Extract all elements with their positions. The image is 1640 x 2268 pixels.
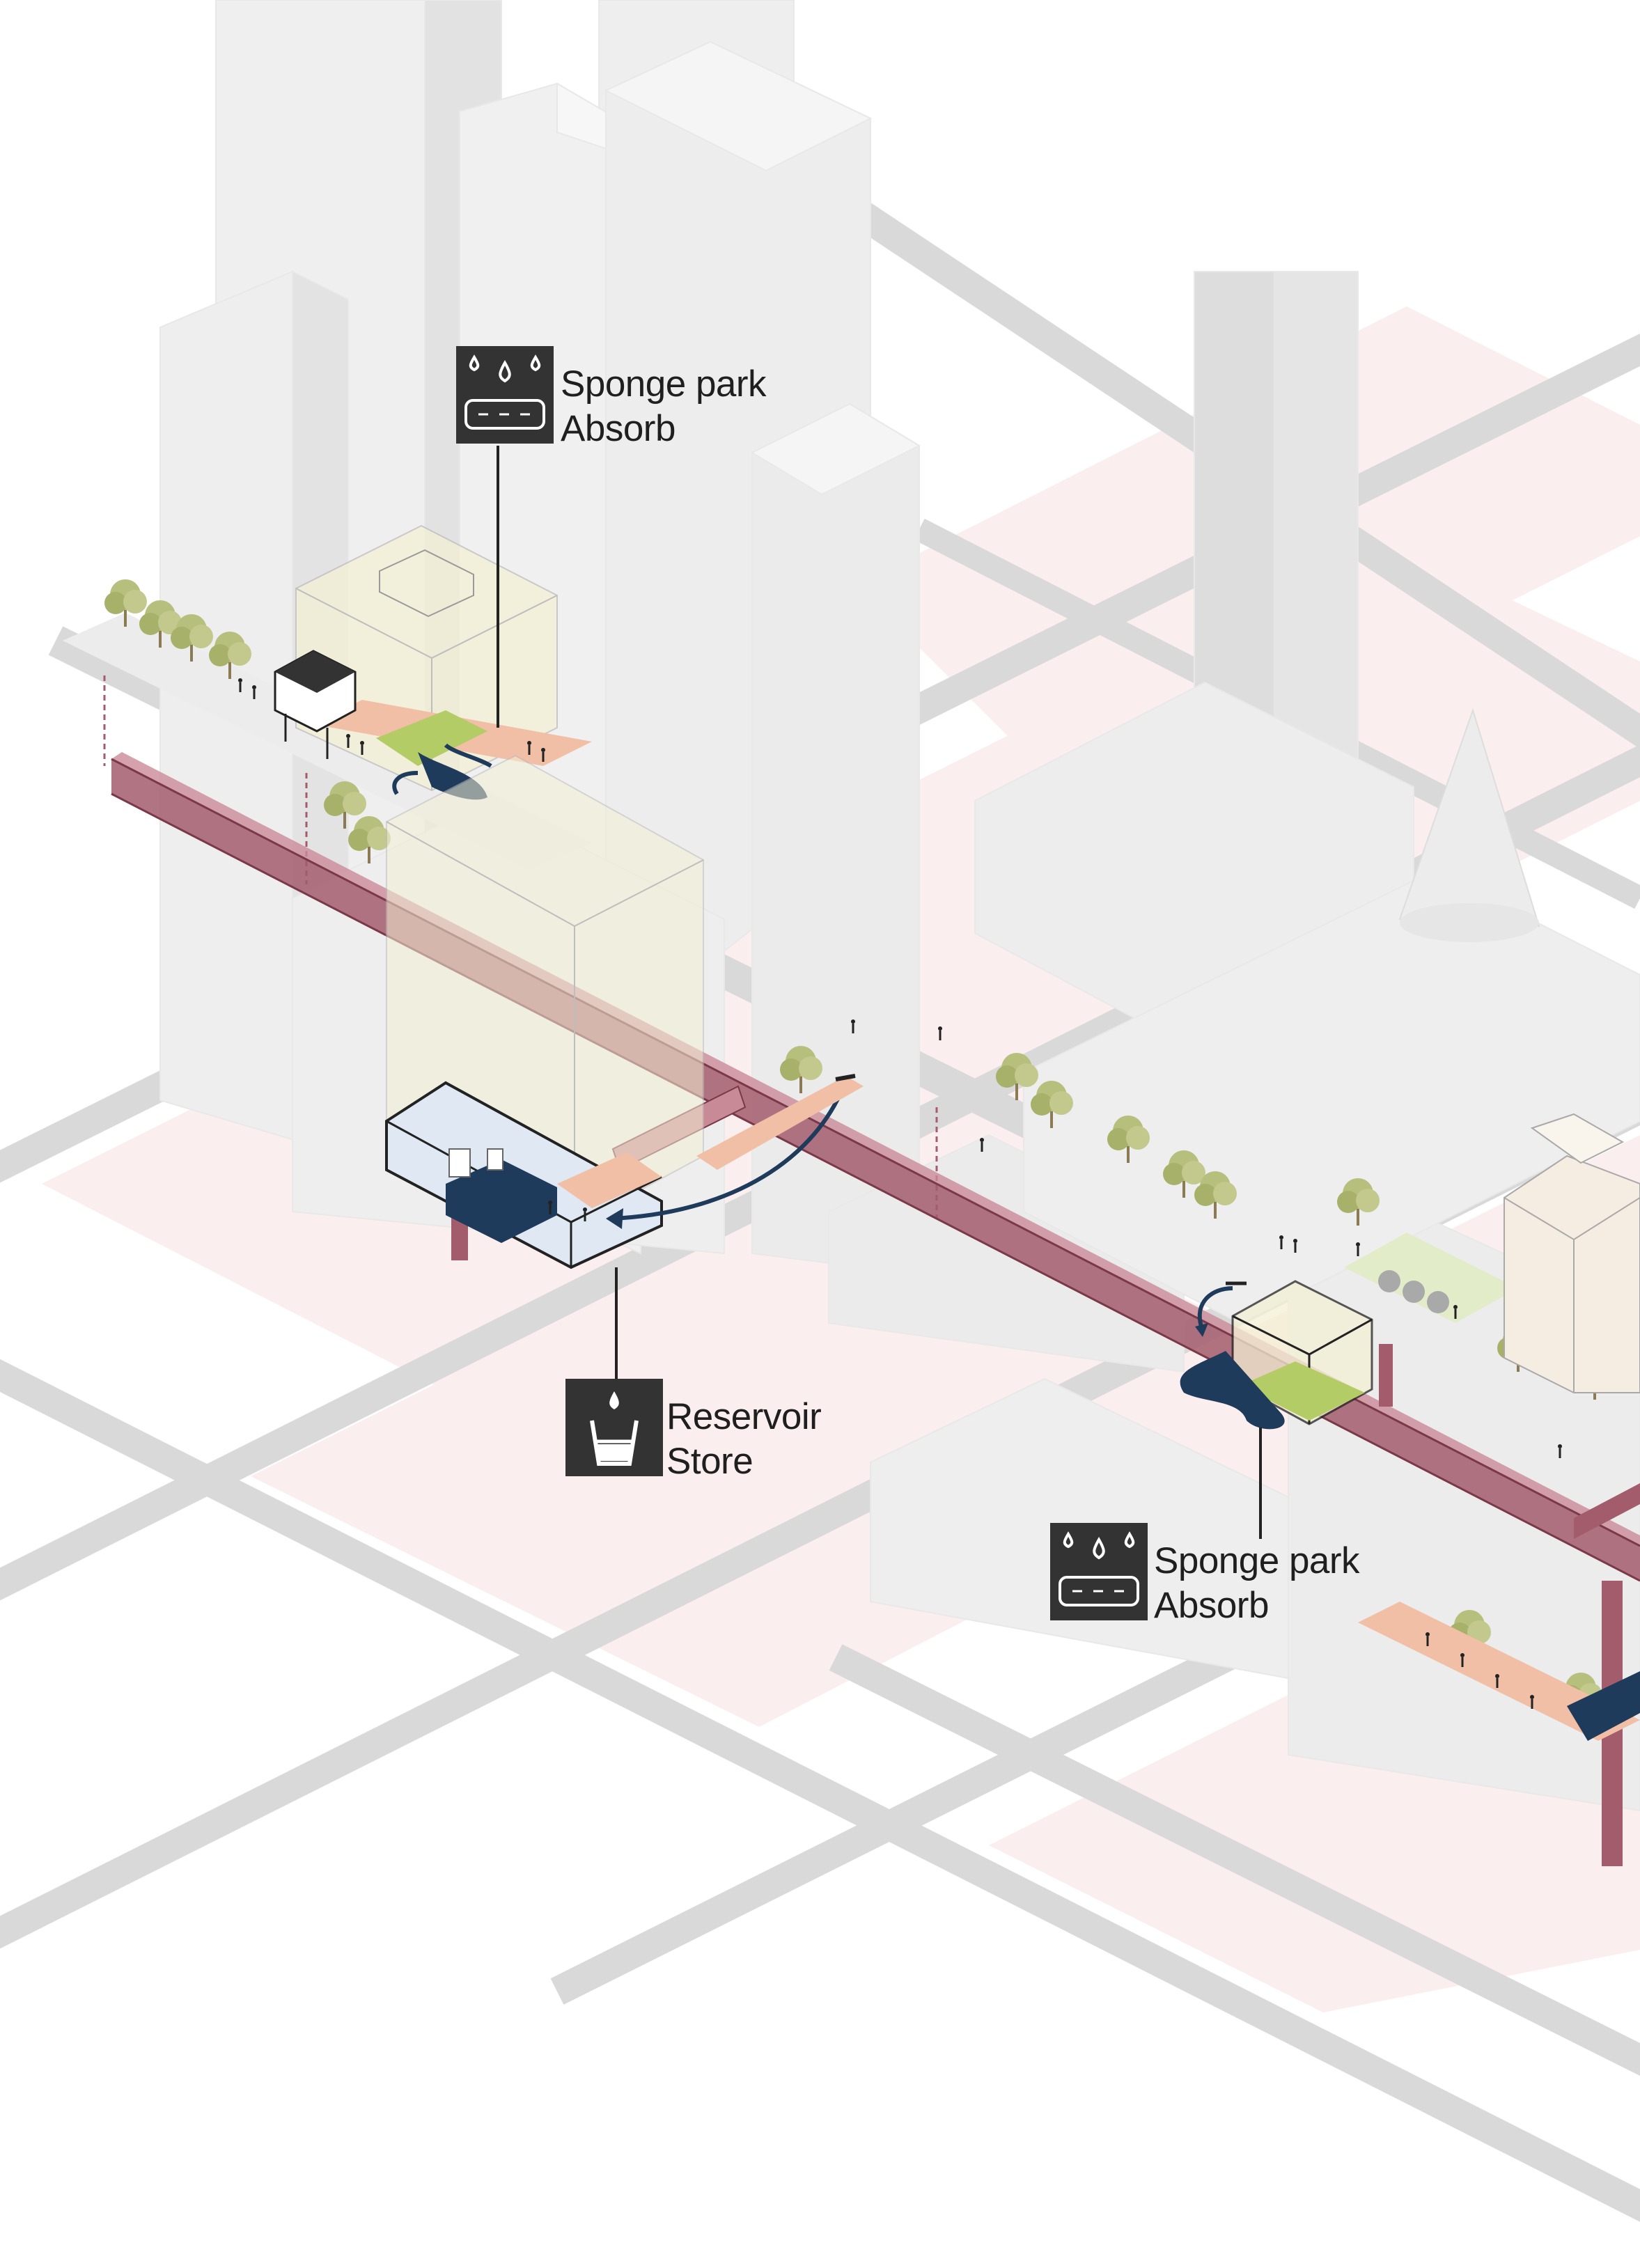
- sponge-park-icon: [1050, 1523, 1148, 1620]
- callout-action: Store: [666, 1441, 753, 1482]
- callout-sponge-park-2: Sponge park Absorb: [1154, 1539, 1360, 1628]
- callout-title: Reservoir: [666, 1396, 822, 1437]
- callout-reservoir: Reservoir Store: [666, 1395, 822, 1484]
- callout-action: Absorb: [1154, 1585, 1269, 1626]
- callout-sponge-park-1: Sponge park Absorb: [561, 362, 767, 451]
- cone-structure: [1398, 707, 1540, 942]
- historic-building: [1504, 1113, 1640, 1393]
- callout-title: Sponge park: [1154, 1540, 1360, 1581]
- reservoir-building: [385, 754, 864, 1269]
- callout-leaders: [497, 446, 1262, 1539]
- reservoir-icon: [565, 1379, 663, 1476]
- callout-action: Absorb: [561, 408, 675, 449]
- callout-title: Sponge park: [561, 363, 767, 405]
- sponge-park-1-building: [274, 524, 592, 800]
- sponge-park-icon: [456, 346, 554, 444]
- sponge-park-2-building: [1180, 1233, 1518, 1430]
